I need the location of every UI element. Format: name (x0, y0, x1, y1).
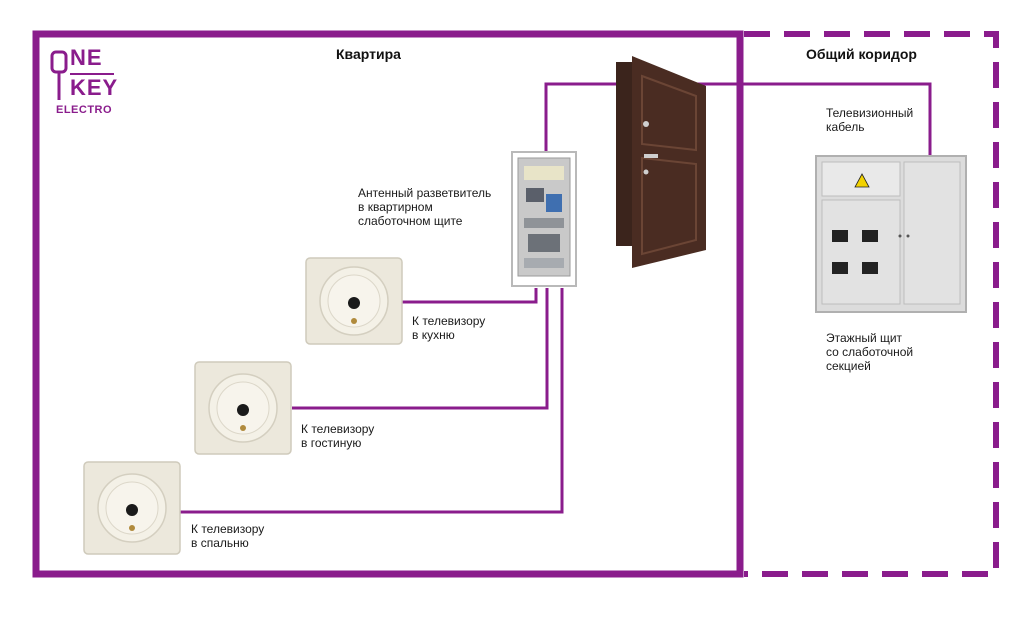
tv-socket-living (194, 361, 292, 455)
living-label: К телевизору в гостиную (301, 422, 374, 450)
logo-text-electro: ELECTRO (56, 104, 113, 116)
cable-bedroom (180, 288, 564, 514)
living-label-line: К телевизору (301, 422, 375, 436)
corridor-title: Общий коридор (806, 46, 917, 62)
logo-key-icon (50, 50, 68, 74)
tv-socket-kitchen (305, 257, 403, 345)
floor-panel-label-line: Этажный щит (826, 331, 903, 345)
splitter-label-line: слаботочном щите (358, 214, 463, 228)
bedroom-label-line: в спальню (191, 536, 249, 550)
tv-socket-bedroom (83, 461, 181, 555)
tv-cable-label-line: кабель (826, 120, 865, 134)
entrance-door-image (616, 56, 706, 268)
apartment-frame (32, 30, 744, 578)
cable-kitchen (402, 288, 538, 304)
cable-living (292, 288, 549, 410)
logo-text-ne: NE (70, 45, 103, 70)
tv-cable-label-line: Телевизионный (826, 106, 914, 120)
floor-panel-image (815, 155, 967, 313)
apartment-title: Квартира (336, 46, 401, 62)
splitter-label: Антенный разветвитель в квартирном слабо… (358, 186, 491, 228)
cable-lines (180, 82, 932, 514)
bedroom-label: К телевизору в спальню (191, 522, 264, 550)
splitter-label-line: Антенный разветвитель (358, 186, 492, 200)
bedroom-label-line: К телевизору (191, 522, 265, 536)
kitchen-label: К телевизору в кухню (412, 314, 485, 342)
kitchen-label-line: К телевизору (412, 314, 486, 328)
logo (50, 50, 114, 100)
corridor-frame (744, 31, 999, 577)
tv-cable-label: Телевизионный кабель (826, 106, 913, 134)
logo-text-key: KEY (70, 75, 119, 100)
living-label-line: в гостиную (301, 436, 362, 450)
splitter-label-line: в квартирном (358, 200, 433, 214)
splitter-cabinet-image (511, 151, 577, 287)
floor-panel-label-line: со слаботочной (826, 345, 914, 359)
floor-panel-label: Этажный щит со слаботочной секцией (826, 331, 913, 373)
floor-panel-label-line: секцией (826, 359, 871, 373)
cable-tv-main (544, 82, 932, 160)
kitchen-label-line: в кухню (412, 328, 455, 342)
